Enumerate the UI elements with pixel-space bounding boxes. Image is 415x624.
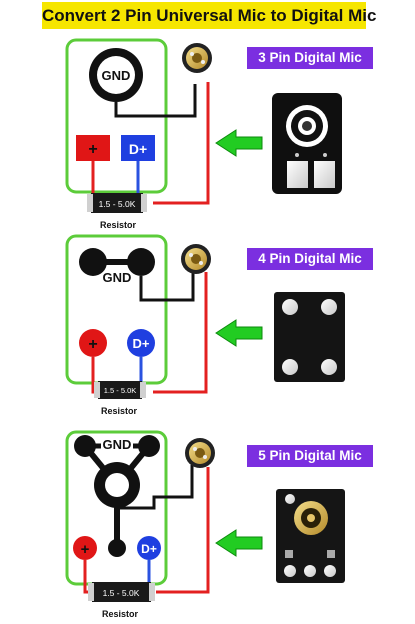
page-title: Convert 2 Pin Universal Mic to Digital M…	[42, 2, 376, 29]
plus-pad	[73, 536, 97, 560]
resistor: 1.5 - 5.0K	[88, 582, 155, 602]
digital-mic-5-pin-image	[276, 489, 345, 583]
data-pad	[127, 329, 155, 357]
plus-label: +	[81, 541, 90, 558]
gnd-wire	[139, 272, 195, 302]
plus-label: +	[88, 336, 97, 353]
plus-pad	[79, 329, 107, 357]
data-pad	[137, 536, 161, 560]
resistor-value: 1.5 - 5.0K	[104, 386, 137, 395]
red-wire	[153, 82, 210, 205]
resistor-value: 1.5 - 5.0K	[99, 199, 136, 209]
section-3-pin: GND + D+ 1.5 - 5.0K Resistor	[65, 38, 342, 230]
label-3-pin-digital-mic: 3 Pin Digital Mic	[247, 47, 373, 69]
data-label: D+	[141, 542, 157, 556]
digital-mic-4-pin-image	[274, 292, 345, 382]
resistor-caption: Resistor	[102, 609, 139, 619]
gnd-wire	[117, 465, 194, 510]
gnd-pad: GND	[74, 435, 160, 557]
label-4-pin-digital-mic: 4 Pin Digital Mic	[247, 248, 373, 270]
arrow-icon	[215, 529, 263, 557]
gnd-pad: GND	[89, 48, 143, 102]
mic-capsule	[185, 438, 215, 468]
section-4-pin: GND + D+ 1.5 - 5.0K Resistor	[65, 234, 345, 416]
resistor-caption: Resistor	[101, 406, 138, 416]
data-label: D+	[129, 141, 147, 157]
mic-capsule	[181, 244, 211, 274]
gnd-label: GND	[103, 270, 132, 285]
arrow-icon	[215, 129, 263, 157]
red-wire	[156, 467, 210, 594]
resistor-caption: Resistor	[100, 220, 137, 230]
gnd-label: GND	[102, 68, 131, 83]
label-5-pin-digital-mic: 5 Pin Digital Mic	[247, 445, 373, 467]
gnd-label: GND	[103, 437, 132, 452]
data-pad	[121, 135, 155, 161]
resistor-value: 1.5 - 5.0K	[103, 588, 140, 598]
section-5-pin: GND + D+ 1.5 - 5.0K Resistor	[65, 430, 345, 619]
mic-capsule	[182, 43, 212, 73]
resistor: 1.5 - 5.0K	[87, 193, 147, 213]
digital-mic-3-pin-image	[272, 93, 342, 194]
gnd-wire	[114, 84, 197, 118]
red-wire	[153, 272, 208, 394]
gnd-pad: GND	[79, 248, 155, 285]
arrow-icon	[215, 319, 263, 347]
resistor: 1.5 - 5.0K	[94, 381, 146, 399]
data-label: D+	[133, 336, 150, 351]
plus-label: +	[88, 141, 97, 158]
plus-pad	[76, 135, 110, 161]
